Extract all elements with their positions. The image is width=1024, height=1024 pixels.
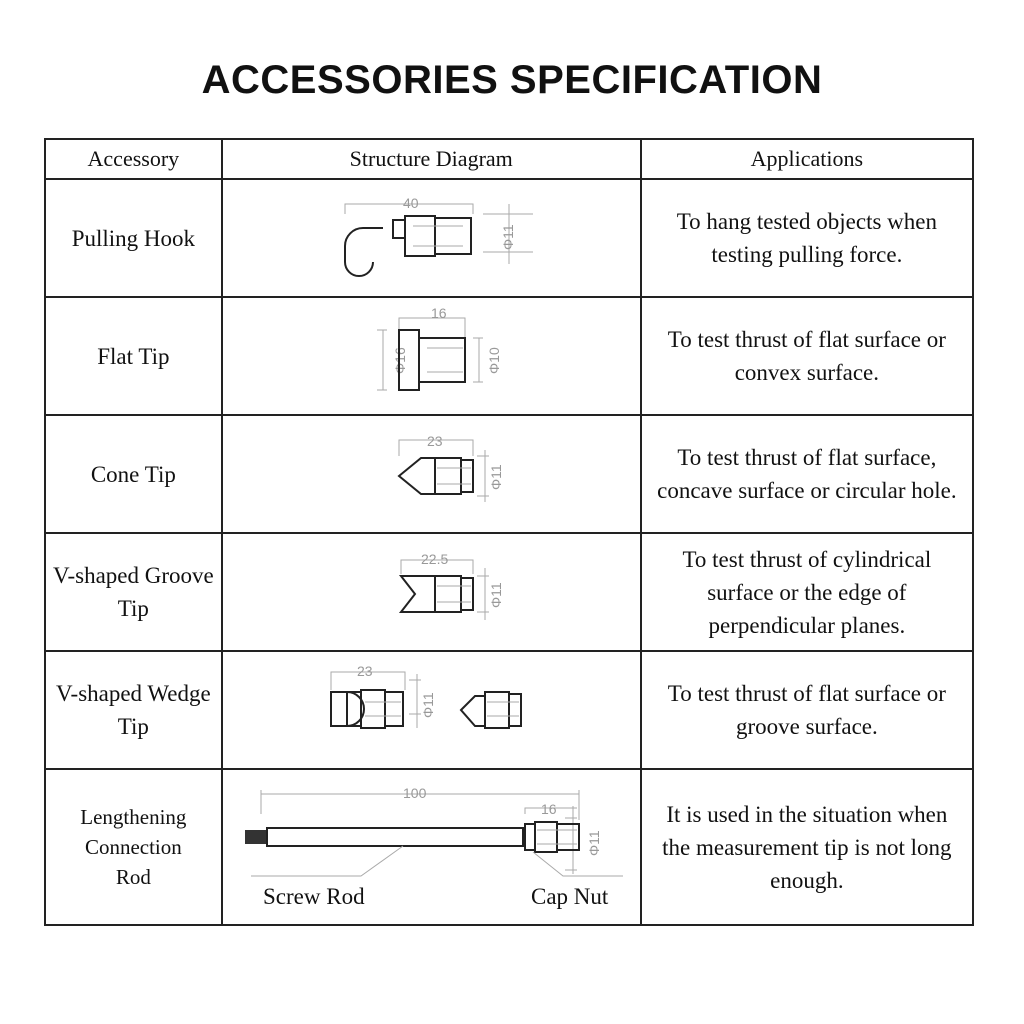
table-row: V-shaped Groove Tip 22.5 Φ11 To test thr… <box>44 532 975 652</box>
dim-nut-length: 16 <box>541 801 557 817</box>
table-row: Flat Tip 16 Φ16 Φ10 To test thrust of fl… <box>44 296 975 416</box>
header-diagram: Structure Diagram <box>220 138 642 180</box>
connection-rod-diagram: 100 16 Φ11 Screw Rod Cap Nut <box>244 785 623 909</box>
structure-diagram: 22.5 Φ11 <box>220 532 642 652</box>
header-applications: Applications <box>639 138 975 180</box>
table-row: Cone Tip 23 Φ11 To test thrust of flat s… <box>44 414 975 534</box>
structure-diagram: 23 Φ11 <box>220 414 642 534</box>
application-text: To test thrust of cylindrical surface or… <box>639 532 975 652</box>
v-wedge-tip-diagram: 23 Φ11 <box>329 663 522 729</box>
application-text: It is used in the situation when the mea… <box>639 768 975 926</box>
dim-diameter: Φ11 <box>488 582 504 608</box>
application-text: To test thrust of flat surface or groove… <box>639 650 975 770</box>
structure-diagram: 100 16 Φ11 Screw Rod Cap Nut <box>220 768 642 926</box>
dim-diameter: Φ11 <box>586 830 602 856</box>
dim-length: 23 <box>427 433 443 449</box>
pulling-hook-diagram: 40 Φ11 <box>343 195 533 277</box>
header-accessory: Accessory <box>44 138 223 180</box>
dim-total-length: 100 <box>403 785 427 801</box>
accessory-name: Lengthening Connection Rod <box>44 768 223 926</box>
dim-body-diameter: Φ10 <box>486 347 502 374</box>
cone-tip-diagram: 23 Φ11 <box>397 433 504 502</box>
application-text: To test thrust of flat surface, concave … <box>639 414 975 534</box>
dim-length: 22.5 <box>421 551 448 567</box>
accessories-table: Accessory Structure Diagram Applications… <box>44 138 975 926</box>
application-text: To hang tested objects when testing pull… <box>639 178 975 298</box>
dim-length: 23 <box>357 663 373 679</box>
table-row: Lengthening Connection Rod 100 16 Φ11 Sc… <box>44 768 975 926</box>
table-row: V-shaped Wedge Tip 23 Φ11 To test thrust… <box>44 650 975 770</box>
dim-diameter: Φ11 <box>500 224 516 250</box>
structure-diagram: 16 Φ16 Φ10 <box>220 296 642 416</box>
accessory-name: Pulling Hook <box>44 178 223 298</box>
structure-diagram: 40 Φ11 <box>220 178 642 298</box>
v-groove-tip-diagram: 22.5 Φ11 <box>398 551 504 620</box>
dim-length: 16 <box>431 305 447 321</box>
table-header: Accessory Structure Diagram Applications <box>44 138 975 180</box>
accessory-name: V-shaped Groove Tip <box>44 532 223 652</box>
dim-diameter: Φ11 <box>420 692 436 718</box>
flat-tip-diagram: 16 Φ16 Φ10 <box>376 305 502 391</box>
cap-nut-label: Cap Nut <box>531 884 609 909</box>
dim-length: 40 <box>403 195 419 211</box>
screw-thread <box>244 830 267 844</box>
dim-diameter: Φ11 <box>488 464 504 490</box>
application-text: To test thrust of flat surface or convex… <box>639 296 975 416</box>
structure-diagram: 23 Φ11 <box>220 650 642 770</box>
accessory-name: Flat Tip <box>44 296 223 416</box>
accessory-name: V-shaped Wedge Tip <box>44 650 223 770</box>
accessory-name: Cone Tip <box>44 414 223 534</box>
page-title: ACCESSORIES SPECIFICATION <box>201 58 823 102</box>
screw-rod-label: Screw Rod <box>263 884 365 909</box>
table-row: Pulling Hook 40 Φ11 To hang tested objec… <box>44 178 975 298</box>
